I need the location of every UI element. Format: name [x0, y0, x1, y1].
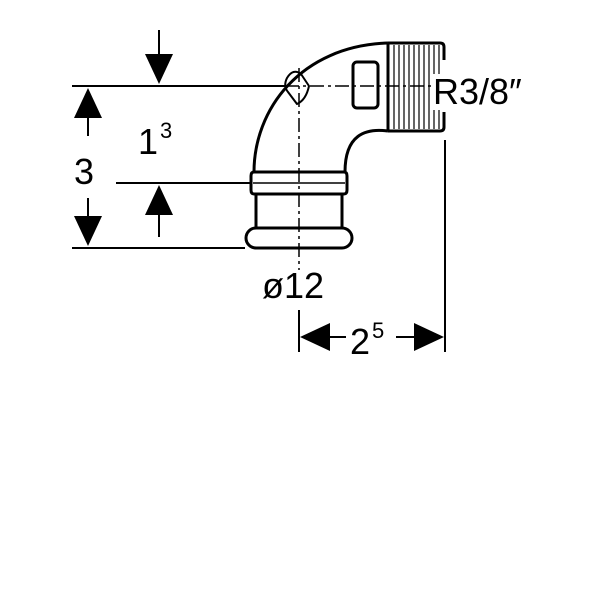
- overall-height-label: 3: [74, 151, 95, 192]
- press-bead: [249, 170, 349, 196]
- upper-height-base: 1: [138, 121, 159, 162]
- upper-height-superscript: 3: [160, 118, 173, 143]
- arrow-right-icon: [414, 323, 444, 351]
- center-marker: [284, 70, 310, 105]
- arrow-up-icon: [145, 185, 173, 215]
- width-dimension: [300, 323, 444, 351]
- width-base: 2: [350, 321, 371, 362]
- arrow-down-icon: [145, 54, 173, 84]
- arrow-up-icon: [74, 88, 102, 118]
- width-label: 25: [350, 320, 384, 362]
- extension-lines: [72, 85, 446, 352]
- upper-height-dimension: [145, 30, 173, 237]
- elbow-inner-curve: [343, 128, 389, 173]
- arrow-down-icon: [74, 216, 102, 246]
- spanner-flat: [351, 60, 380, 110]
- width-superscript: 5: [372, 318, 385, 343]
- upper-height-label: 13: [138, 120, 172, 162]
- arrow-left-icon: [300, 323, 330, 351]
- pipe-diameter-label: ø12: [262, 265, 325, 306]
- overall-height-dimension: [74, 88, 102, 246]
- elbow-outer-curve: [252, 41, 389, 173]
- center-lines: [285, 68, 432, 270]
- thread-size-label: R3/8″: [433, 71, 524, 112]
- elbow-fitting: [244, 41, 446, 250]
- pipe-end-lip: [244, 226, 354, 250]
